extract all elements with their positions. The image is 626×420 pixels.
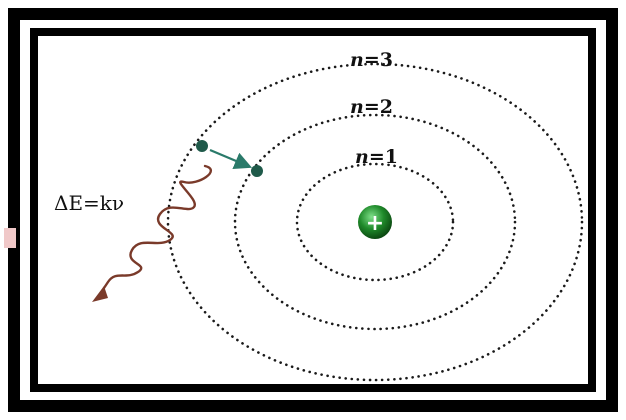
watermark-mark [4,228,16,248]
level-label-n2: n=2 [350,96,393,118]
electron-final [251,165,263,177]
nucleus-sign: + [366,211,384,236]
transition-arrow [209,148,253,169]
level-label-n1: n=1 [355,146,398,168]
orbit-n2 [233,113,517,331]
photon-equation: ΔE=kν [54,191,124,215]
orbit-n3 [166,62,584,382]
electron-initial [196,140,208,152]
nucleus [358,205,392,239]
photon-wave [98,164,213,296]
photon-arrowhead [92,286,108,302]
diagram-canvas [38,36,588,384]
orbit-n1 [295,162,455,282]
level-label-n3: n=3 [350,49,393,71]
